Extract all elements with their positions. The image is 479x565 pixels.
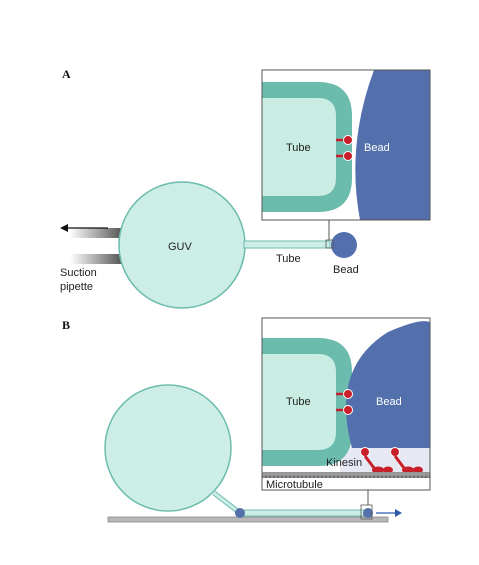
inset-b-linker-2	[336, 405, 353, 415]
panel-a-letter: A	[62, 67, 71, 81]
kinesin-label: Kinesin	[326, 457, 362, 469]
microtubule	[262, 472, 430, 478]
inset-a-linker-1	[336, 135, 353, 145]
inset-a-tube-lumen	[262, 98, 336, 196]
anchor-bead	[235, 508, 245, 518]
glass-substrate	[107, 516, 389, 523]
inset-b-bead	[345, 321, 430, 448]
zoom-marker-b	[360, 504, 373, 520]
kinesin-motor-2	[390, 447, 423, 474]
guv-vesicle-b	[104, 384, 232, 512]
microtubule-label: Microtubule	[266, 479, 323, 491]
inset-b-bead-label: Bead	[376, 396, 402, 408]
suction-label-line1: Suction	[60, 267, 97, 279]
bead-label: Bead	[333, 264, 359, 276]
zoom-marker	[325, 239, 334, 249]
kinesin-motor-1	[360, 447, 393, 474]
bead-b	[363, 508, 373, 518]
inset-a-linker-2	[336, 151, 353, 161]
inset-b-tube-lumen	[262, 354, 336, 450]
panel-b-letter: B	[62, 318, 70, 332]
inset-a-bead	[355, 70, 430, 220]
motion-arrow-right	[376, 509, 402, 517]
inset-b	[261, 317, 431, 491]
tube-label: Tube	[276, 253, 301, 265]
suction-pipette	[70, 228, 122, 264]
inset-b-tube-label: Tube	[286, 396, 311, 408]
guv-label: GUV	[168, 241, 193, 253]
inset-a-tube-label: Tube	[286, 142, 311, 154]
inset-a-bead-label: Bead	[364, 142, 390, 154]
membrane-tube	[243, 240, 331, 249]
suction-label-line2: pipette	[60, 281, 93, 293]
inset-a	[261, 69, 431, 221]
bead	[331, 232, 357, 258]
pull-arrow-left	[60, 224, 108, 232]
inset-b-linker-1	[336, 389, 353, 399]
